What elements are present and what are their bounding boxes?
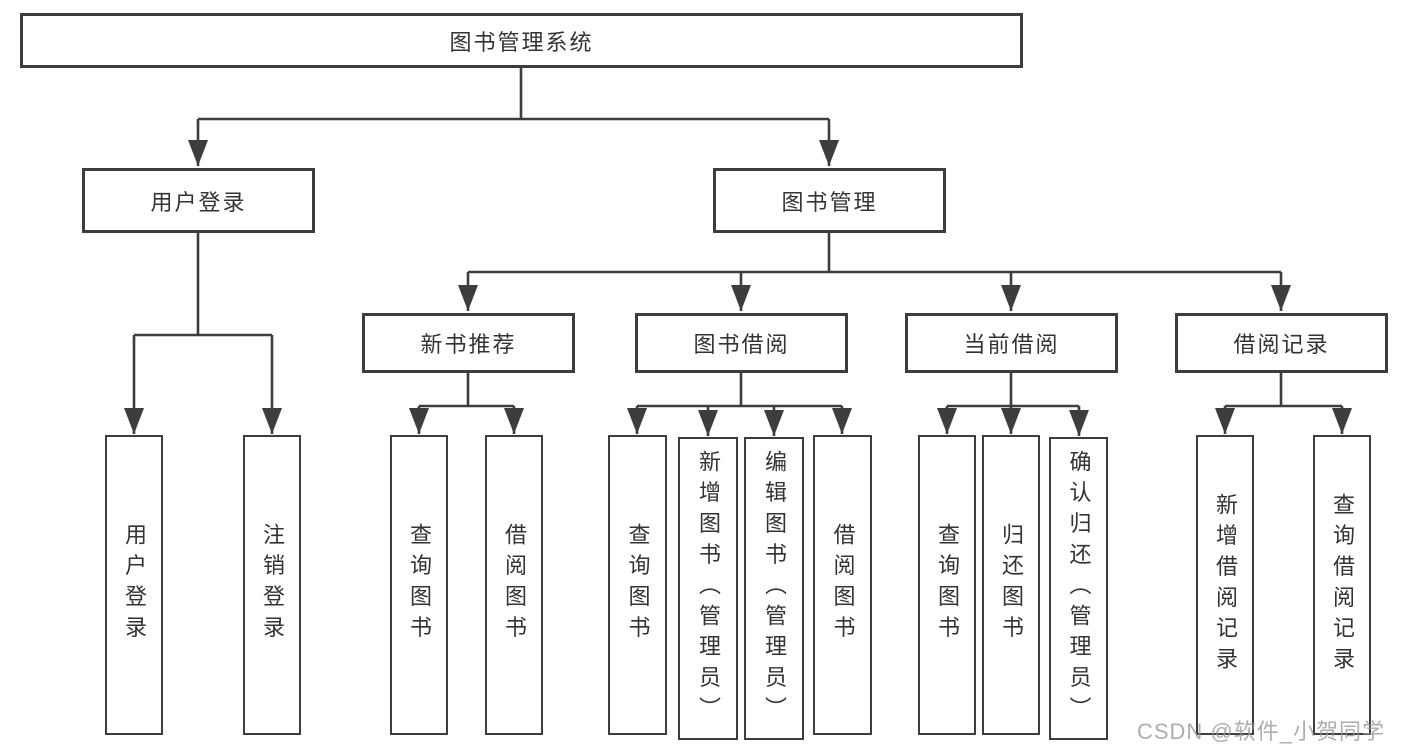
node-borrowing-records: 借阅记录 (1175, 313, 1388, 373)
connector-user-login-children (124, 233, 282, 434)
node-current-borrowing: 当前借阅 (905, 313, 1118, 373)
connector-root-to-level2 (188, 68, 839, 166)
connector-book-borrowing-children (627, 373, 852, 436)
leaf-logout-login: 注销登录 (243, 435, 301, 735)
connector-new-book-recommendation-children (409, 373, 524, 434)
leaf-current-confirm-return-admin: 确认归还（管理员） (1049, 437, 1108, 740)
leaf-recommend-query-books: 查询图书 (390, 435, 448, 735)
node-new-book-recommendation: 新书推荐 (362, 313, 575, 373)
leaf-current-return-books: 归还图书 (982, 435, 1040, 735)
leaf-borrowing-edit-book-admin: 编辑图书（管理员） (744, 437, 804, 740)
connector-book-management-children (458, 233, 1291, 311)
leaf-records-query-record: 查询借阅记录 (1313, 435, 1371, 735)
leaf-borrowing-query-books: 查询图书 (608, 435, 667, 735)
node-root: 图书管理系统 (20, 13, 1023, 68)
node-book-borrowing: 图书借阅 (635, 313, 848, 373)
leaf-user-login: 用户登录 (105, 435, 163, 735)
leaf-records-add-record: 新增借阅记录 (1196, 435, 1254, 735)
node-user-login: 用户登录 (82, 168, 315, 233)
connector-current-borrowing-children (937, 373, 1089, 436)
leaf-borrowing-add-book-admin: 新增图书（管理员） (678, 437, 738, 740)
connector-borrowing-records-children (1215, 373, 1352, 434)
node-book-management: 图书管理 (713, 168, 946, 233)
leaf-current-query-books: 查询图书 (918, 435, 976, 735)
watermark: CSDN @软件_小贺同学 (1136, 719, 1385, 744)
leaf-recommend-borrow-books: 借阅图书 (485, 435, 543, 735)
leaf-borrowing-borrow-books: 借阅图书 (813, 435, 872, 735)
